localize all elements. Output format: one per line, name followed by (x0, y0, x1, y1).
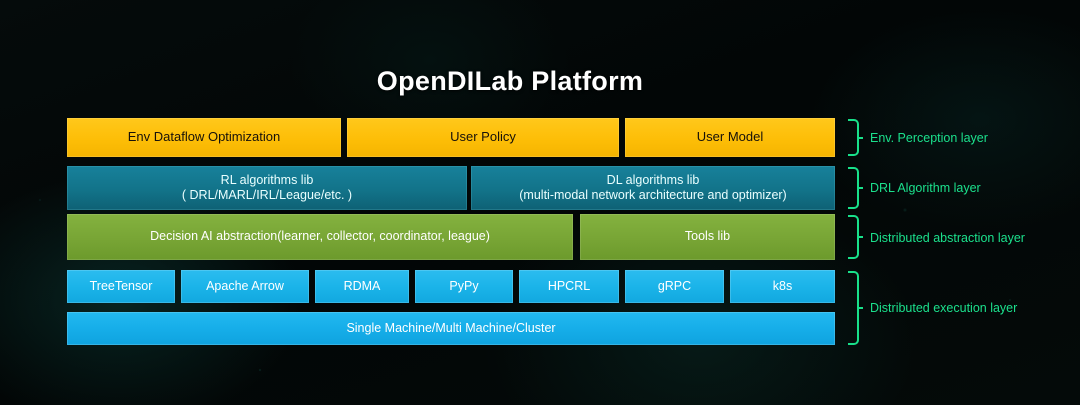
pypy-box[interactable]: PyPy (415, 270, 513, 303)
bracket-drl-algorithm-icon (848, 167, 863, 209)
box-label: TreeTensor (89, 278, 153, 293)
bracket-distributed-execution-icon (848, 271, 863, 345)
box-label-line1: DL algorithms lib (606, 172, 700, 187)
layer-label-drl-algorithm: DRL Algorithm layer (870, 181, 981, 195)
env-dataflow-optimization-box[interactable]: Env Dataflow Optimization (67, 118, 341, 157)
layer-label-distributed-execution: Distributed execution layer (870, 301, 1018, 315)
rdma-box[interactable]: RDMA (315, 270, 409, 303)
apache-arrow-box[interactable]: Apache Arrow (181, 270, 309, 303)
user-model-box[interactable]: User Model (625, 118, 835, 157)
user-policy-box[interactable]: User Policy (347, 118, 619, 157)
layer-label-env-perception: Env. Perception layer (870, 131, 988, 145)
box-label-group: RL algorithms lib ( DRL/MARL/IRL/League/… (182, 173, 352, 204)
page-title: OpenDILab Platform (376, 66, 644, 96)
hpcrl-box[interactable]: HPCRL (519, 270, 619, 303)
box-label: User Policy (450, 129, 516, 145)
box-label-line2: ( DRL/MARL/IRL/League/etc. ) (181, 188, 353, 202)
machine-cluster-bar[interactable]: Single Machine/Multi Machine/Cluster (67, 312, 835, 345)
box-label: Apache Arrow (206, 278, 284, 293)
k8s-box[interactable]: k8s (730, 270, 835, 303)
rl-algorithms-lib-box[interactable]: RL algorithms lib ( DRL/MARL/IRL/League/… (67, 166, 467, 210)
box-label-line1: RL algorithms lib (220, 172, 314, 187)
tools-lib-box[interactable]: Tools lib (580, 214, 835, 260)
box-label: User Model (696, 129, 764, 145)
grpc-box[interactable]: gRPC (625, 270, 724, 303)
box-label: Single Machine/Multi Machine/Cluster (346, 320, 556, 335)
layer-label-distributed-abstraction: Distributed abstraction layer (870, 231, 1025, 245)
treetensor-box[interactable]: TreeTensor (67, 270, 175, 303)
box-label: gRPC (657, 278, 692, 293)
box-label: k8s (772, 278, 793, 293)
dl-algorithms-lib-box[interactable]: DL algorithms lib (multi-modal network a… (471, 166, 835, 210)
box-label: PyPy (449, 278, 479, 293)
box-label-group: DL algorithms lib (multi-modal network a… (519, 173, 786, 204)
box-label: Env Dataflow Optimization (127, 129, 281, 145)
bracket-env-perception-icon (848, 119, 863, 156)
box-label: HPCRL (547, 278, 591, 293)
decision-ai-abstraction-box[interactable]: Decision AI abstraction(learner, collect… (67, 214, 573, 260)
box-label: Decision AI abstraction(learner, collect… (150, 229, 490, 244)
box-label: Tools lib (684, 229, 731, 244)
box-label-line2: (multi-modal network architecture and op… (519, 188, 787, 202)
box-label: RDMA (343, 278, 381, 293)
bracket-distributed-abstraction-icon (848, 215, 863, 259)
